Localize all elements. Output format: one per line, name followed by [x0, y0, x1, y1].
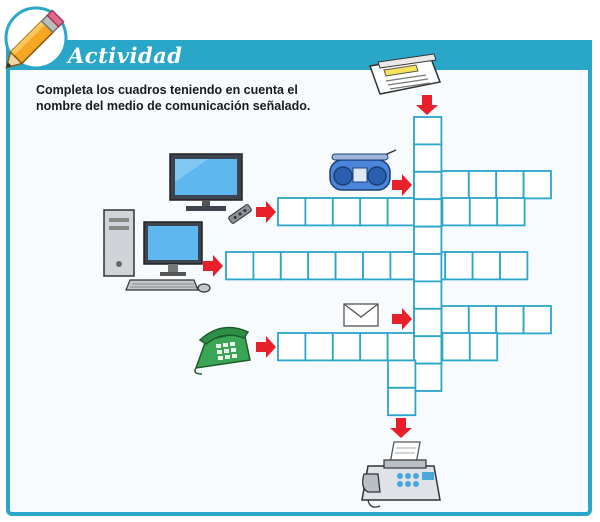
television-icon [169, 153, 252, 224]
radio-icon [329, 149, 397, 191]
instructions-line-2: nombre del medio de comunicación señalad… [36, 99, 311, 113]
crossword-cell[interactable] [359, 332, 389, 362]
letter-icon [343, 303, 379, 327]
crossword-cell[interactable] [440, 170, 470, 200]
crossword-cell[interactable] [468, 332, 499, 362]
crossword-cell[interactable] [522, 170, 552, 200]
crossword-cell[interactable] [468, 197, 499, 227]
crossword-cell[interactable] [413, 170, 443, 201]
crossword-cell[interactable] [331, 197, 362, 227]
crossword-cell[interactable] [386, 332, 416, 362]
crossword-cell[interactable] [413, 253, 443, 283]
computer-icon [103, 209, 211, 293]
crossword-cell[interactable] [307, 251, 337, 281]
newspaper-icon [368, 53, 442, 95]
activity-header-bar [6, 40, 592, 70]
crossword-cell[interactable] [304, 332, 334, 362]
crossword-cell[interactable] [413, 335, 443, 365]
crossword-cell[interactable] [495, 170, 525, 200]
crossword-cell[interactable] [413, 116, 443, 146]
crossword-cell[interactable] [413, 280, 443, 310]
crossword-cell[interactable] [471, 251, 501, 281]
crossword-cell[interactable] [413, 225, 443, 255]
telephone-icon [194, 326, 251, 375]
crossword-cell[interactable] [252, 251, 282, 281]
crossword-cell[interactable] [331, 332, 362, 362]
crossword-cell[interactable] [334, 251, 364, 281]
crossword-cell[interactable] [277, 332, 307, 362]
crossword-cell[interactable] [225, 251, 255, 281]
pencil-icon [4, 6, 68, 70]
crossword-cell[interactable] [467, 305, 498, 335]
crossword-cell[interactable] [413, 143, 443, 173]
clue-arrow [256, 201, 276, 223]
clue-arrow [256, 336, 276, 358]
clue-arrow [390, 418, 412, 438]
fax-icon [361, 441, 441, 508]
clue-arrow [392, 174, 412, 196]
crossword-cell[interactable] [387, 359, 417, 389]
crossword-cell[interactable] [444, 251, 474, 281]
crossword-cell[interactable] [413, 362, 443, 392]
crossword-cell[interactable] [495, 305, 525, 335]
crossword-cell[interactable] [362, 251, 392, 281]
crossword-cell[interactable] [413, 307, 443, 338]
clue-arrow [392, 308, 412, 330]
crossword-cell[interactable] [386, 197, 416, 227]
crossword-cell[interactable] [440, 305, 470, 335]
instructions-line-1: Completa los cuadros teniendo en cuenta … [36, 83, 298, 97]
crossword-cell[interactable] [387, 386, 417, 417]
crossword-cell[interactable] [359, 197, 389, 227]
clue-arrow [416, 95, 438, 115]
crossword-cell[interactable] [499, 251, 529, 281]
crossword-cell[interactable] [304, 197, 334, 227]
crossword-cell[interactable] [467, 170, 498, 200]
crossword-cell[interactable] [522, 305, 552, 335]
crossword-cell[interactable] [277, 197, 307, 227]
instructions: Completa los cuadros teniendo en cuenta … [36, 82, 310, 114]
crossword-cell[interactable] [496, 197, 526, 227]
crossword-cell[interactable] [413, 198, 443, 228]
crossword-cell[interactable] [441, 197, 471, 227]
crossword-cell[interactable] [279, 251, 310, 281]
activity-title: Actividad [68, 43, 183, 68]
crossword-cell[interactable] [441, 332, 471, 362]
clue-arrow [203, 255, 223, 277]
